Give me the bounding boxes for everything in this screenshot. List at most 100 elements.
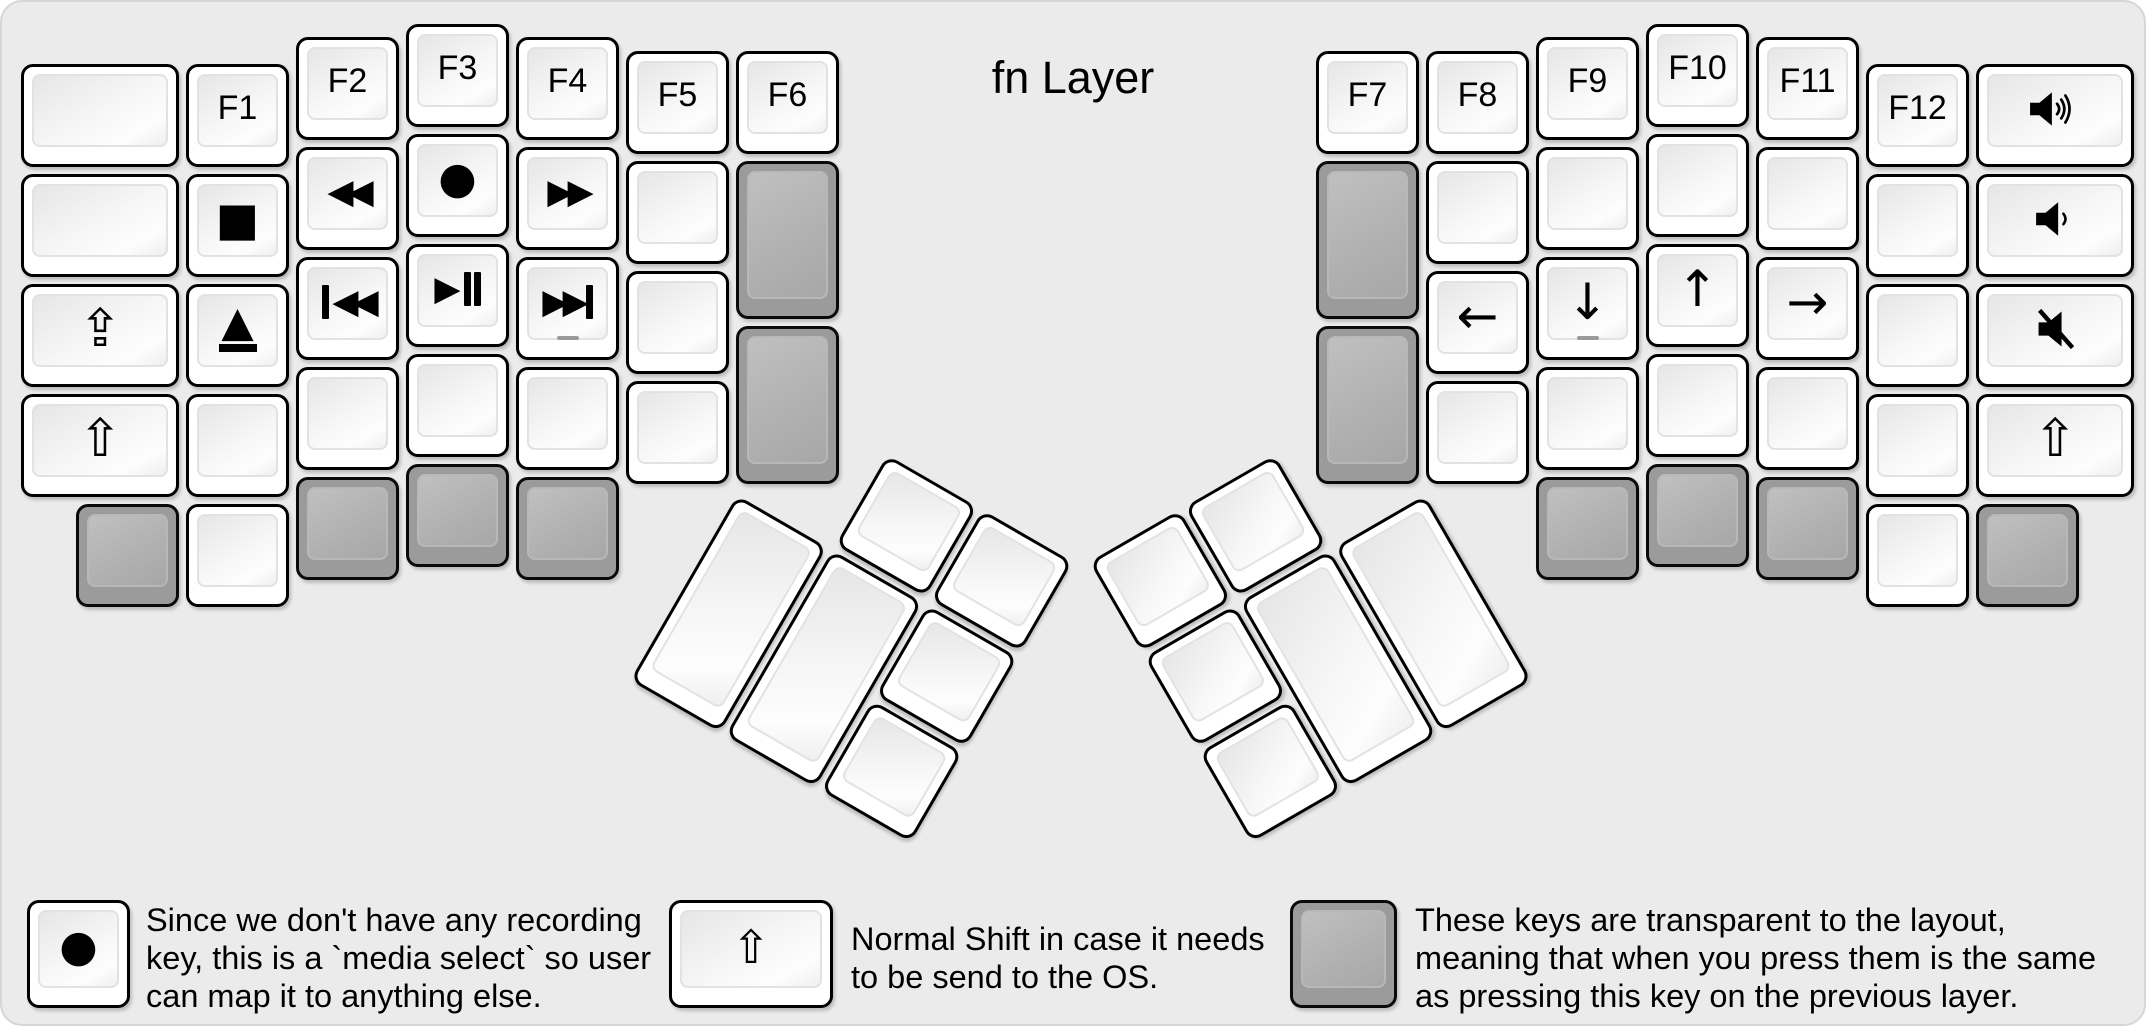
key-f11[interactable]: F11	[1756, 37, 1859, 140]
key-blank[interactable]	[1866, 284, 1969, 387]
key-transparent[interactable]	[76, 504, 179, 607]
keycap-surface	[527, 377, 608, 450]
arrow-left-icon: ←	[1456, 286, 1499, 345]
keycap-surface	[1301, 910, 1386, 988]
key-transparent[interactable]	[296, 477, 399, 580]
legend-transparent-text: These keys are transparent to the layout…	[1415, 901, 2096, 1015]
key-mute[interactable]	[1976, 284, 2134, 387]
key-blank[interactable]	[1646, 354, 1749, 457]
keycap-surface	[1199, 468, 1308, 575]
key-transparent[interactable]	[1316, 326, 1419, 484]
key-blank[interactable]	[21, 64, 179, 167]
key-blank[interactable]	[296, 367, 399, 470]
shift-icon: ⇧	[2033, 408, 2077, 469]
keycap-surface	[417, 34, 498, 107]
keycap-surface	[747, 336, 828, 464]
key-label: F6	[767, 76, 808, 114]
keycap-surface	[1877, 514, 1958, 587]
key-volume-up[interactable]	[1976, 64, 2134, 167]
keycap-surface	[895, 619, 1004, 725]
keycap-surface	[1987, 74, 2123, 147]
keycap-surface	[637, 61, 718, 134]
key-f5[interactable]: F5	[626, 51, 729, 154]
key-blank[interactable]	[21, 174, 179, 277]
key-play-pause[interactable]: ▶	[406, 244, 509, 347]
key-next-track[interactable]: ▶▶	[516, 257, 619, 360]
key-arrow-left[interactable]: ←	[1426, 271, 1529, 374]
key-label: F3	[437, 49, 478, 87]
key-record[interactable]: ●	[406, 134, 509, 237]
key-arrow-right[interactable]: →	[1756, 257, 1859, 360]
key-fast-forward[interactable]: ▶▶	[516, 147, 619, 250]
key-shift-left[interactable]: ⇧	[21, 394, 179, 497]
play-triangle: ▶	[434, 268, 461, 309]
key-f10[interactable]: F10	[1646, 24, 1749, 127]
key-blank[interactable]	[1646, 134, 1749, 237]
next-track-icon: ▶▶	[519, 260, 616, 343]
key-f1[interactable]: F1	[186, 64, 289, 167]
key-f3[interactable]: F3	[406, 24, 509, 127]
key-transparent[interactable]	[406, 464, 509, 567]
key-arrow-up[interactable]: ↑	[1646, 244, 1749, 347]
key-blank[interactable]	[186, 394, 289, 497]
keycap-surface	[417, 254, 498, 327]
key-label: F7	[1347, 76, 1388, 114]
legend-line: Since we don't have any recording	[146, 902, 642, 938]
key-f12[interactable]: F12	[1866, 64, 1969, 167]
key-transparent[interactable]	[1976, 504, 2079, 607]
key-blank[interactable]	[626, 161, 729, 264]
key-transparent[interactable]	[1536, 477, 1639, 580]
key-blank[interactable]	[1426, 381, 1529, 484]
keycap-surface	[1158, 619, 1267, 725]
key-blank[interactable]	[1536, 147, 1639, 250]
keycap-surface	[1547, 377, 1628, 450]
key-rewind[interactable]: ◀◀	[296, 147, 399, 250]
key-f6[interactable]: F6	[736, 51, 839, 154]
key-f8[interactable]: F8	[1426, 51, 1529, 154]
speaker-wave-graphic	[2036, 201, 2067, 236]
next-track-triangles: ▶▶	[542, 281, 588, 322]
key-f9[interactable]: F9	[1536, 37, 1639, 140]
key-shift-right[interactable]: ⇧	[1976, 394, 2134, 497]
key-blank[interactable]	[1866, 394, 1969, 497]
key-f7[interactable]: F7	[1316, 51, 1419, 154]
key-blank[interactable]	[1866, 504, 1969, 607]
key-blank[interactable]	[1756, 367, 1859, 470]
key-blank[interactable]	[516, 367, 619, 470]
key-f2[interactable]: F2	[296, 37, 399, 140]
key-transparent[interactable]	[1316, 161, 1419, 319]
key-prev-track[interactable]: ◀◀	[296, 257, 399, 360]
key-transparent[interactable]	[1756, 477, 1859, 580]
key-f4[interactable]: F4	[516, 37, 619, 140]
key-blank[interactable]	[1756, 147, 1859, 250]
key-blank[interactable]	[1866, 174, 1969, 277]
key-caps-lock[interactable]: ⇪	[21, 284, 179, 387]
key-transparent[interactable]	[736, 326, 839, 484]
keycap-surface	[32, 294, 168, 367]
key-blank[interactable]	[1536, 367, 1639, 470]
key-blank[interactable]	[626, 381, 729, 484]
legend-line: meaning that when you press them is the …	[1415, 940, 2097, 976]
key-stop[interactable]: ■	[186, 174, 289, 277]
homing-dash	[1576, 336, 1599, 340]
key-arrow-down[interactable]: ↓	[1536, 257, 1639, 360]
keycap-surface	[637, 391, 718, 464]
arrow-down-icon: ↓	[1566, 272, 1609, 331]
speaker-slash-graphic	[2038, 308, 2075, 349]
key-transparent[interactable]	[1646, 464, 1749, 567]
rewind-icon: ◀◀	[327, 171, 373, 212]
key-eject[interactable]: ▲	[186, 284, 289, 387]
keycap-surface	[1657, 144, 1738, 217]
key-blank[interactable]	[186, 504, 289, 607]
key-blank[interactable]	[626, 271, 729, 374]
key-blank[interactable]	[406, 354, 509, 457]
keycap-surface	[1657, 34, 1738, 107]
legend-shift-text: Normal Shift in case it needs to be send…	[851, 920, 1265, 996]
key-transparent[interactable]	[516, 477, 619, 580]
key-transparent[interactable]	[736, 161, 839, 319]
key-volume-down[interactable]	[1976, 174, 2134, 277]
record-icon: ●	[59, 921, 98, 972]
key-blank[interactable]	[1426, 161, 1529, 264]
keycap-surface	[32, 404, 168, 477]
